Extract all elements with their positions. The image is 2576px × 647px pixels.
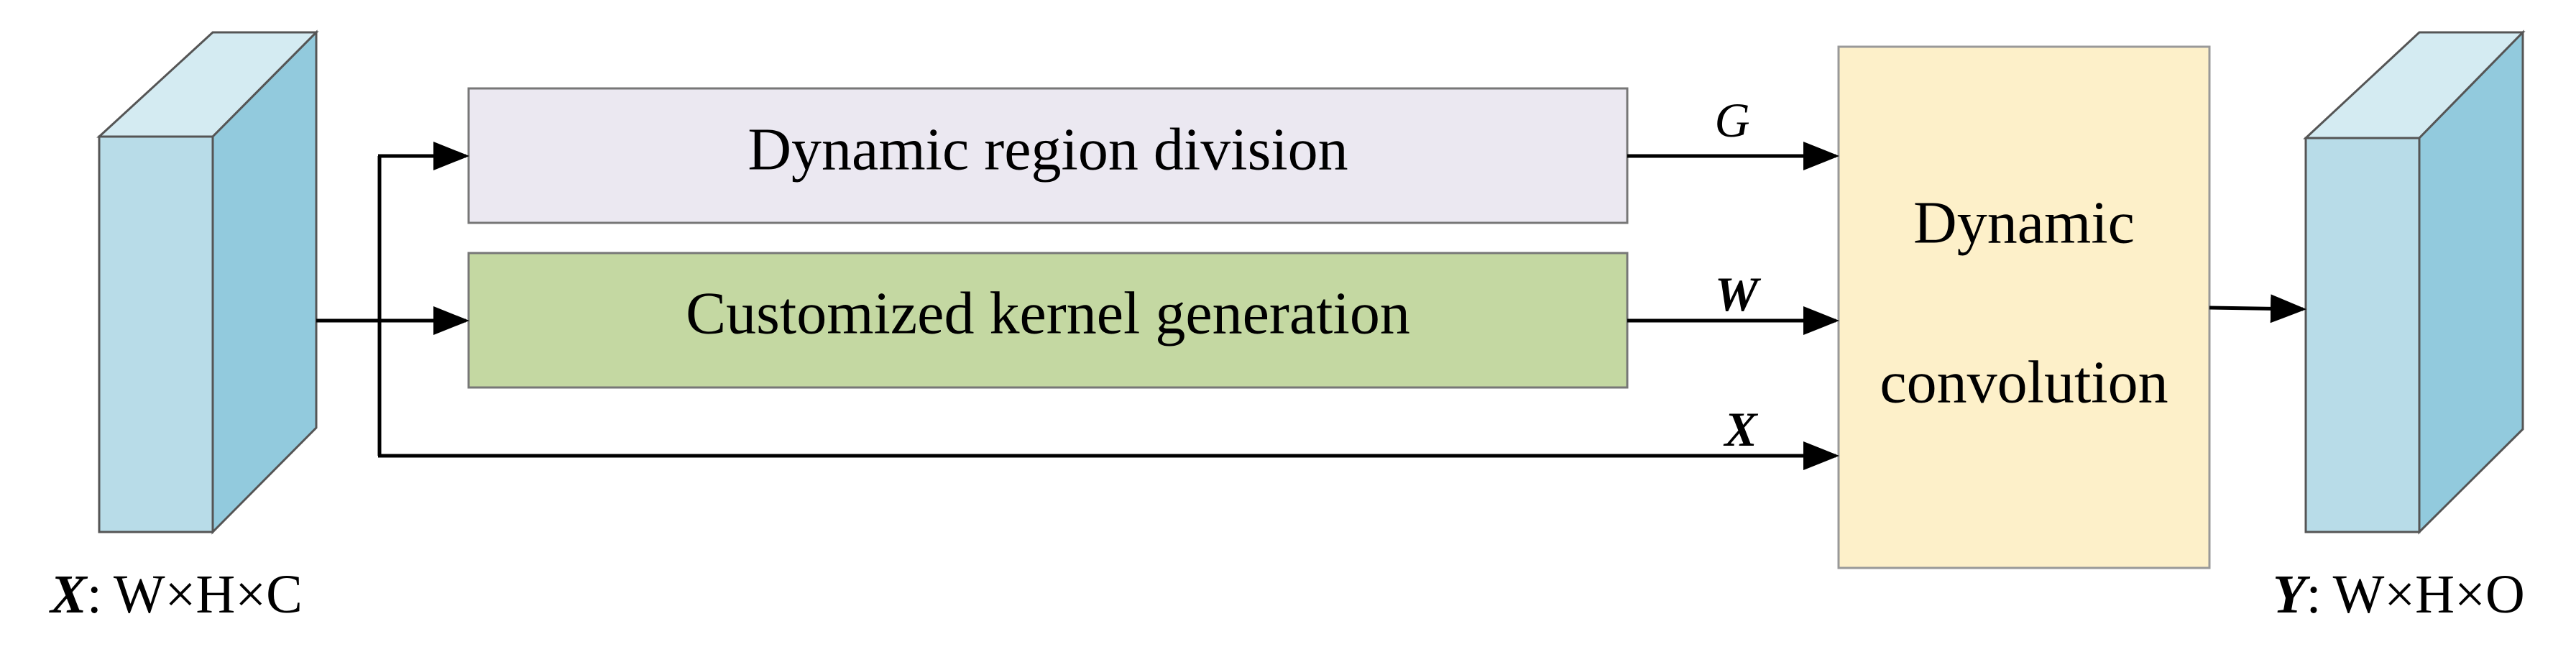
- dynamic-convolution-label-line1: Dynamic: [1913, 189, 2135, 256]
- arrow-conv-to-output: [2209, 294, 2306, 324]
- dynamic-convolution-block: [1837, 45, 2211, 569]
- input-tensor-caption: X:W×H×C: [49, 564, 303, 625]
- edge-label-x: X: [1723, 402, 1758, 456]
- input-tensor: [96, 29, 319, 535]
- edge-label-w: W: [1715, 267, 1762, 321]
- kernel-generation-label: Customized kernel generation: [686, 280, 1410, 347]
- region-division-label: Dynamic region division: [748, 116, 1348, 183]
- output-tensor-caption: Y:W×H×O: [2273, 564, 2525, 625]
- kernel-generation-block: [467, 252, 1629, 389]
- input-tensor-front: [98, 135, 214, 533]
- output-tensor-front: [2304, 137, 2421, 533]
- input-tensor-dims: W×H×C: [114, 564, 303, 625]
- input-tensor-sep: :: [87, 564, 102, 625]
- output-tensor-sep: :: [2306, 564, 2321, 625]
- dynamic-convolution-label-line2: convolution: [1880, 349, 2168, 416]
- output-tensor-var: Y: [2273, 564, 2311, 625]
- output-tensor: [2303, 29, 2526, 535]
- edge-label-g: G: [1714, 93, 1749, 147]
- input-tensor-var: X: [49, 564, 88, 625]
- output-tensor-dims: W×H×O: [2333, 564, 2525, 625]
